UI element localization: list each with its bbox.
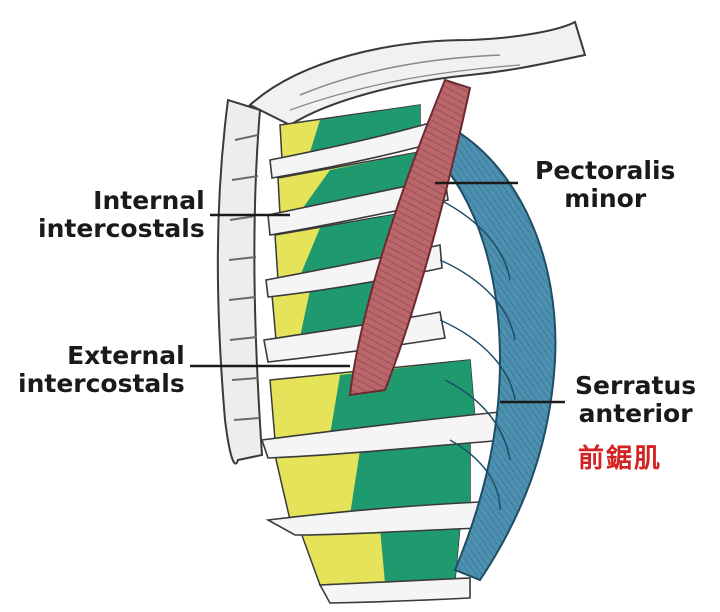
label-serratus-line1: Serratus xyxy=(575,371,697,400)
label-internal-line2: intercostals xyxy=(38,214,205,243)
label-serratus-line2: anterior xyxy=(578,399,693,428)
label-external-line2: intercostals xyxy=(18,369,185,398)
clavicle xyxy=(248,20,587,127)
serratus-anterior-muscle xyxy=(428,128,557,582)
label-internal-line1: Internal xyxy=(93,186,205,215)
label-serratus-anterior-cjk: 前鋸肌 xyxy=(578,444,663,474)
label-pectoralis-line1: Pectoralis xyxy=(535,156,676,185)
leader-lines xyxy=(190,181,565,404)
label-pectoralis-minor: Pectoralis minor xyxy=(535,157,675,213)
vertebral-column xyxy=(216,98,264,465)
label-serratus-anterior: Serratus anterior xyxy=(575,372,696,428)
label-external-line1: External xyxy=(67,341,185,370)
label-internal-intercostals: Internal intercostals xyxy=(38,187,205,243)
label-pectoralis-line2: minor xyxy=(564,184,647,213)
pectoralis-minor-muscle xyxy=(348,78,472,397)
label-external-intercostals: External intercostals xyxy=(18,342,185,398)
